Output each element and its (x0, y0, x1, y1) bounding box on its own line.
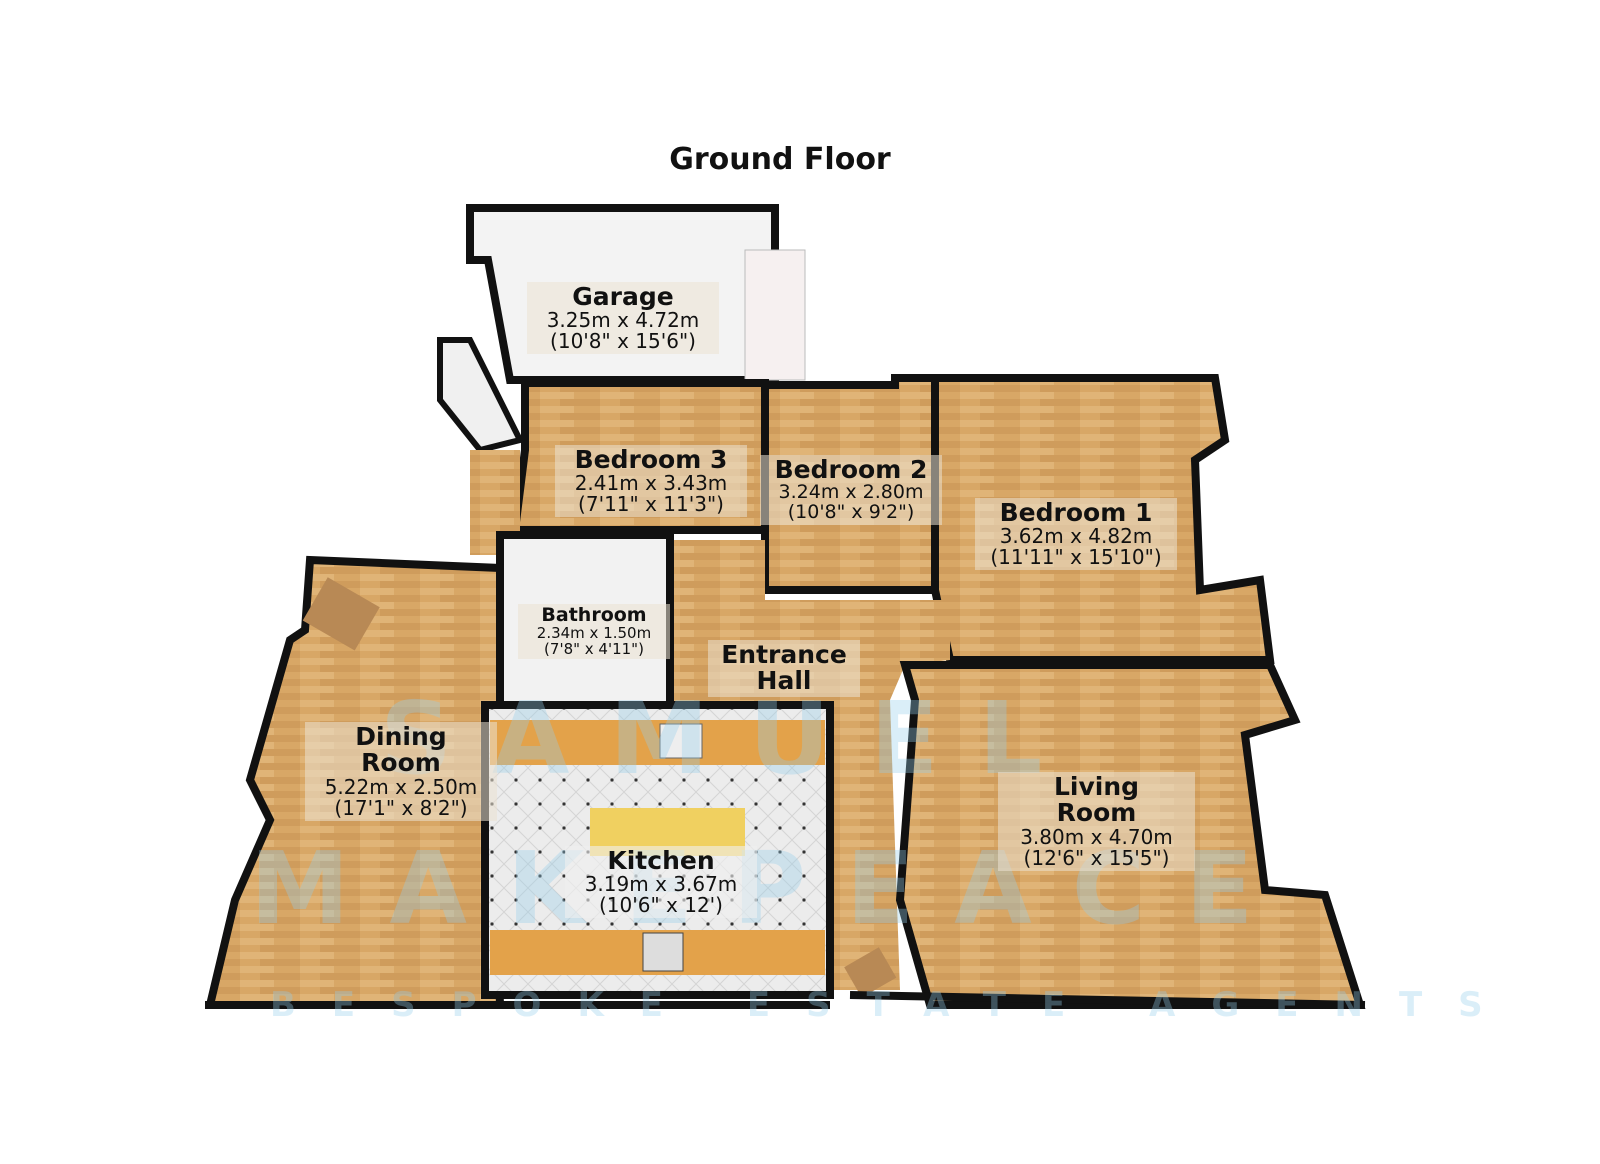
hob-icon (642, 932, 684, 972)
room-name: Entrance Hall (721, 640, 847, 696)
room-imperial: (12'6" x 15'5") (1023, 845, 1170, 870)
room-metric: 3.25m x 4.72m (546, 308, 700, 333)
room-name: Bedroom 2 (774, 455, 928, 484)
room-name: Bedroom 1 (999, 498, 1153, 527)
room-name: Bedroom 3 (574, 445, 728, 474)
room-imperial: (17'1" x 8'2") (334, 795, 468, 820)
room-name: Living Room (1053, 772, 1140, 828)
room-name: Dining Room (355, 722, 447, 778)
entrance-hall-label: Entrance Hall (708, 640, 860, 697)
bathroom-label: Bathroom 2.34m x 1.50m (7'8" x 4'11") (518, 604, 670, 660)
exterior-wall (205, 991, 1366, 1009)
room-imperial: (10'6" x 12') (599, 893, 723, 918)
bedroom-1-label: Bedroom 1 3.62m x 4.82m (11'11" x 15'10"… (975, 498, 1177, 571)
bedroom-3-label: Bedroom 3 2.41m x 3.43m (7'11" x 11'3") (555, 445, 747, 518)
room-imperial: (11'11" x 15'10") (990, 545, 1162, 570)
room-metric: 5.22m x 2.50m (324, 774, 478, 799)
front-door (844, 947, 897, 998)
garage-label: Garage 3.25m x 4.72m (10'8" x 15'6") (527, 282, 719, 355)
room-imperial: (10'8" x 15'6") (550, 329, 696, 354)
dining-door (302, 577, 380, 651)
room-imperial: (10'8" x 9'2") (787, 501, 915, 524)
room-metric: 3.80m x 4.70m (1020, 824, 1173, 849)
dining-room-label: Dining Room 5.22m x 2.50m (17'1" x 8'2") (305, 722, 497, 821)
room-metric: 3.62m x 4.82m (999, 524, 1153, 549)
kitchen-label: Kitchen 3.19m x 3.67m (10'6" x 12') (565, 846, 757, 919)
sink-icon (659, 723, 703, 759)
room-imperial: (7'8" x 4'11") (544, 639, 644, 658)
kitchen-counter-top (490, 720, 825, 765)
room-name: Garage (572, 282, 674, 311)
living-room-label: Living Room 3.80m x 4.70m (12'6" x 15'5"… (998, 772, 1195, 871)
floor-title: Ground Floor (669, 142, 891, 177)
garage-door (744, 249, 806, 381)
room-name: Bathroom (541, 604, 647, 626)
room-metric: 3.24m x 2.80m (778, 481, 924, 504)
room-metric: 3.19m x 3.67m (584, 872, 738, 897)
room-metric: 2.41m x 3.43m (574, 471, 728, 496)
room-imperial: (7'11" x 11'3") (578, 492, 724, 517)
room-metric: 2.34m x 1.50m (536, 623, 652, 642)
bedroom-2-label: Bedroom 2 3.24m x 2.80m (10'8" x 9'2") (760, 455, 942, 526)
room-name: Kitchen (607, 846, 715, 875)
